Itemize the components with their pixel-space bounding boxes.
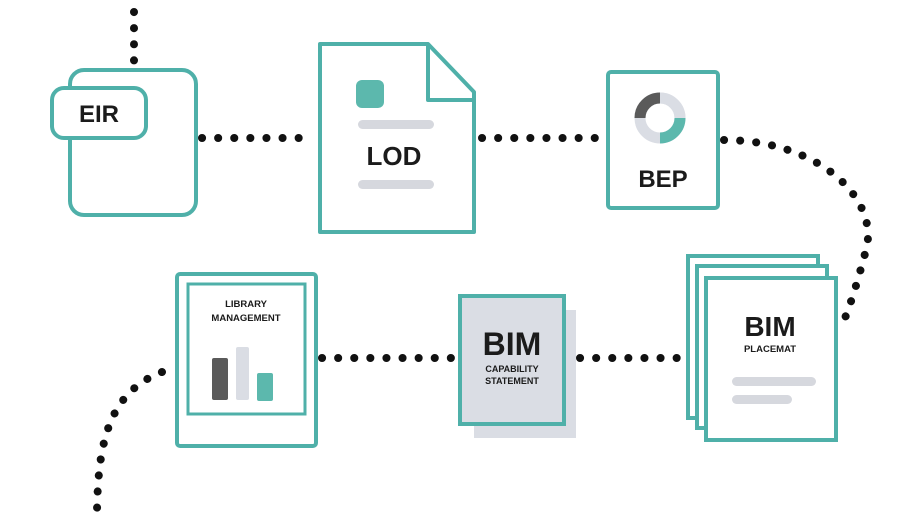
- library-management-document: LIBRARY MANAGEMENT: [175, 272, 318, 448]
- lod-label: LOD: [367, 141, 422, 171]
- placemat-line-bottom: [732, 395, 792, 404]
- bar-chart-icon: [212, 347, 273, 401]
- eir-label: EIR: [79, 101, 119, 128]
- library-title-line1: LIBRARY: [225, 299, 268, 310]
- capability-title: BIM: [483, 326, 542, 362]
- eir-tab: [50, 86, 148, 140]
- bep-document: BEP: [606, 70, 720, 210]
- lod-line-bottom: [358, 180, 434, 189]
- lod-line-top: [358, 120, 434, 129]
- connectors: [93, 8, 872, 516]
- bim-placemat-document: BIM PLACEMAT: [686, 254, 838, 442]
- library-title-line2: MANAGEMENT: [211, 313, 280, 324]
- placemat-line-top: [732, 377, 816, 386]
- eir-document: EIR: [50, 68, 198, 217]
- bim-capability-statement-document: BIM CAPABILITY STATEMENT: [458, 294, 576, 438]
- connector-library-exit: [93, 368, 166, 516]
- lod-page: [318, 42, 476, 234]
- capability-front-sheet: [458, 294, 566, 426]
- bep-label: BEP: [638, 166, 687, 193]
- capability-line1: CAPABILITY: [485, 364, 538, 374]
- connector-bep-placemat: [720, 136, 872, 322]
- donut-chart-icon: [634, 92, 686, 144]
- lod-thumbnail-icon: [356, 80, 384, 108]
- capability-line2: STATEMENT: [485, 376, 539, 386]
- lod-document: LOD: [318, 42, 476, 234]
- placemat-subtitle: PLACEMAT: [744, 344, 796, 355]
- placemat-title: BIM: [744, 311, 795, 342]
- placemat-front-sheet: [704, 276, 838, 442]
- lod-page-fold: [426, 44, 474, 102]
